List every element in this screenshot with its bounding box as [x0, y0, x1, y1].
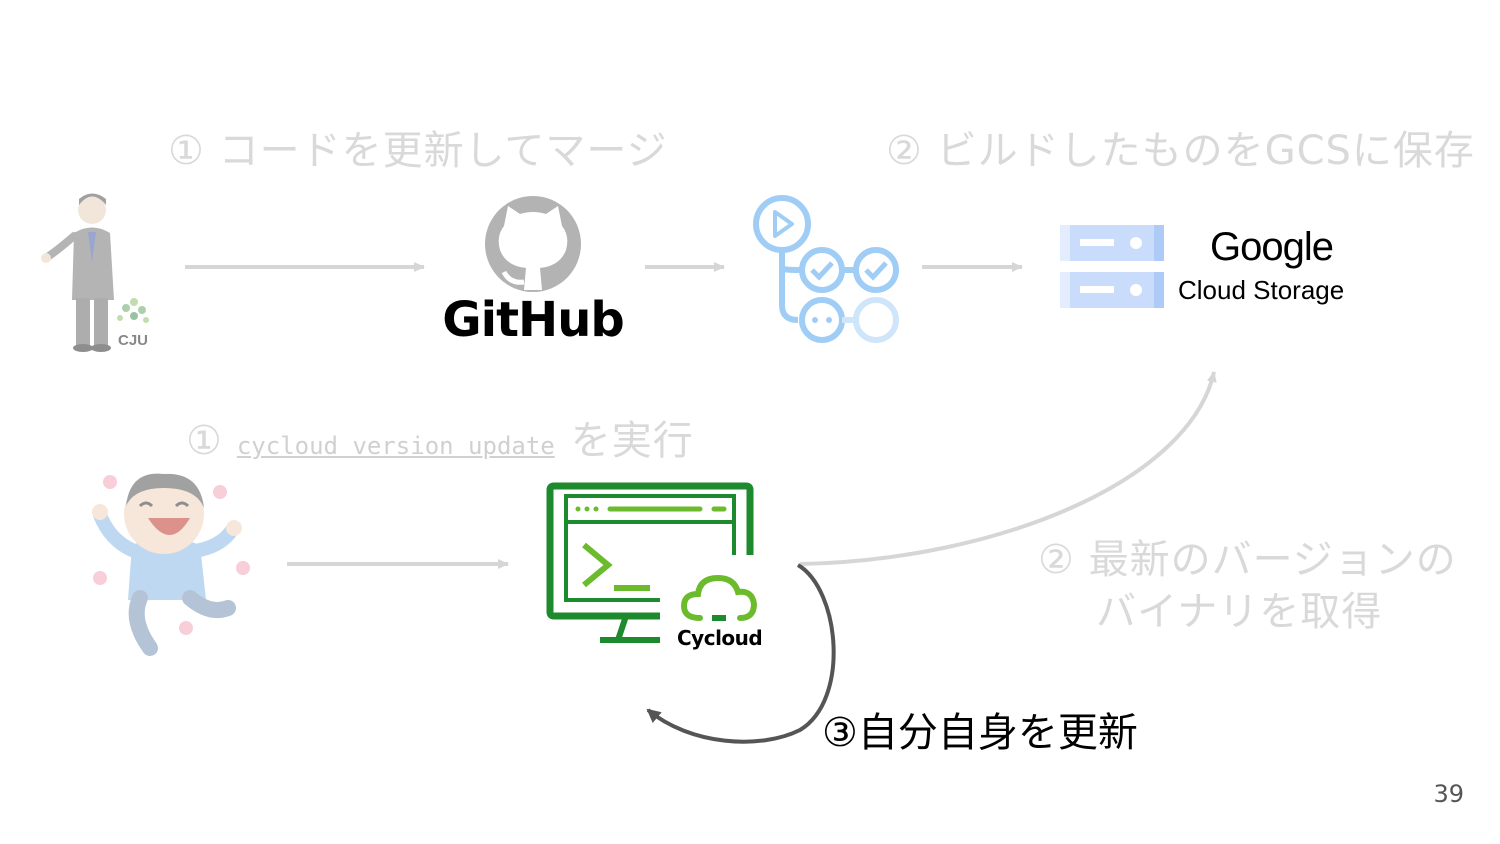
google-cloud-storage-icon	[1060, 225, 1164, 308]
cycloud-terminal-icon	[546, 482, 758, 643]
step-label-self-update: ③自分自身を更新	[822, 710, 1138, 756]
step-label-fetch-binary: ② 最新のバージョンの バイナリを取得	[1038, 534, 1457, 638]
github-wordmark: GitHub	[442, 292, 624, 348]
cycloud-wordmark: Cycloud	[677, 626, 762, 650]
businessman-cju-icon	[41, 193, 149, 352]
google-wordmark: Google	[1210, 225, 1333, 269]
command-text: cycloud version update	[236, 432, 555, 460]
page-number: 39	[1433, 780, 1464, 808]
step-suffix: を実行	[570, 418, 694, 464]
arrow-self-update	[646, 563, 836, 744]
step-label-commit-merge: ① コードを更新してマージ	[168, 128, 668, 174]
cju-logo-text: CJU	[118, 332, 148, 349]
cloud-storage-wordmark: Cloud Storage	[1178, 275, 1344, 305]
step-label-line2: バイナリを取得	[1096, 589, 1383, 635]
happy-person-icon	[92, 473, 250, 656]
step-label-run-update: ① cycloud version update を実行	[186, 408, 694, 466]
github-actions-workflow-icon	[753, 195, 899, 343]
step-label-build-save-gcs: ② ビルドしたものをGCSに保存	[886, 128, 1475, 174]
github-octocat-icon	[485, 196, 581, 292]
arrow-cycloud-to-gcs	[799, 371, 1217, 566]
step-number: ①	[186, 418, 223, 464]
step-label-line1: ② 最新のバージョンの	[1038, 537, 1457, 583]
